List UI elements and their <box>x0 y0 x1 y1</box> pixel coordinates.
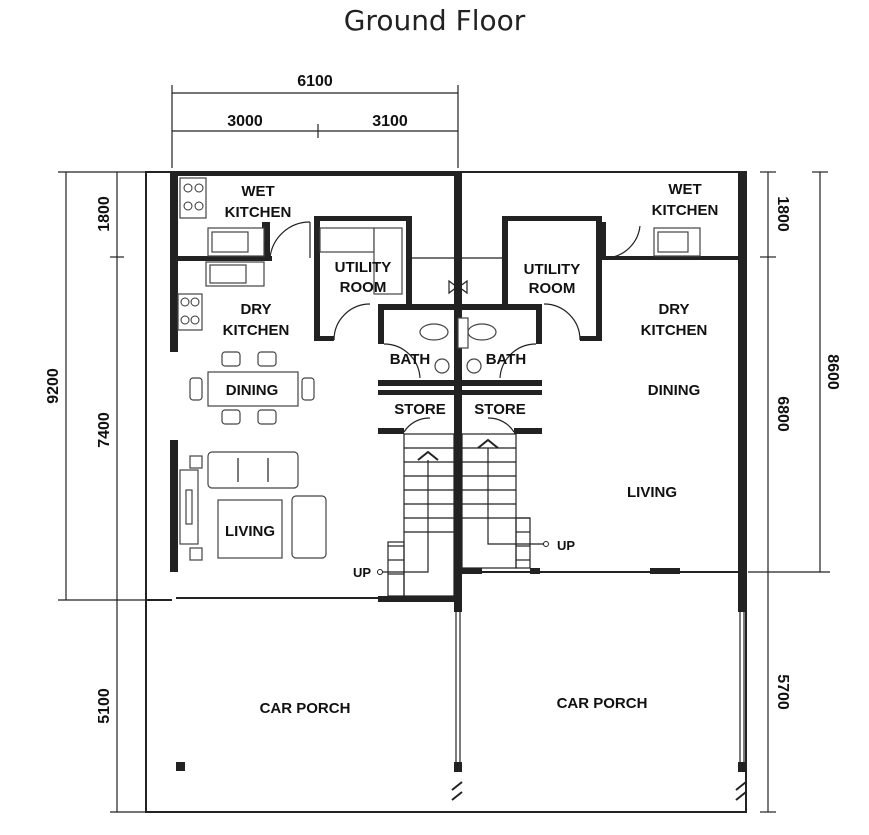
right-dry-kitchen-line1: DRY <box>658 301 689 318</box>
left-store-label: STORE <box>394 401 445 418</box>
dim-right-outer: 8600 <box>824 354 841 390</box>
dimension-lines <box>58 85 830 813</box>
right-dining-label: DINING <box>648 382 701 399</box>
right-utility-line1: UTILITY <box>524 261 581 278</box>
right-living-label: LIVING <box>627 484 677 501</box>
dim-right-bottom: 5700 <box>774 674 791 710</box>
right-stairs-up-label: UP <box>557 538 575 553</box>
dim-top-left: 3000 <box>227 113 263 130</box>
left-living-label: LIVING <box>225 523 275 540</box>
right-store-label: STORE <box>474 401 525 418</box>
page-title: Ground Floor <box>343 4 526 37</box>
dim-top-right: 3100 <box>372 113 408 130</box>
dim-top-total: 6100 <box>297 73 333 90</box>
dim-left-inner-mid: 7400 <box>96 412 113 448</box>
stairs-left <box>377 433 455 597</box>
dim-right-mid: 6800 <box>774 396 791 432</box>
right-wet-kitchen-line1: WET <box>668 181 701 198</box>
left-bath-label: BATH <box>390 351 431 368</box>
walls <box>170 172 747 801</box>
left-wet-kitchen-line1: WET <box>241 183 274 200</box>
dim-left-outer: 9200 <box>45 368 62 404</box>
right-dry-kitchen-line2: KITCHEN <box>641 322 708 339</box>
left-car-porch-label: CAR PORCH <box>260 700 351 717</box>
dim-left-bottom: 5100 <box>96 688 113 724</box>
left-fixtures <box>177 177 450 561</box>
right-utility-line2: ROOM <box>529 280 576 297</box>
left-wet-kitchen-line2: KITCHEN <box>225 204 292 221</box>
right-wet-kitchen-line2: KITCHEN <box>652 202 719 219</box>
left-utility-line2: ROOM <box>340 279 387 296</box>
right-bath-label: BATH <box>486 351 527 368</box>
right-car-porch-label: CAR PORCH <box>557 695 648 712</box>
stairs-right <box>461 433 549 569</box>
right-fixtures <box>457 227 701 374</box>
dim-left-inner-top: 1800 <box>96 196 113 232</box>
left-dry-kitchen-line1: DRY <box>240 301 271 318</box>
left-dining-label: DINING <box>226 382 279 399</box>
left-stairs-up-label: UP <box>353 565 371 580</box>
left-utility-line1: UTILITY <box>335 259 392 276</box>
doors <box>269 221 641 433</box>
left-dry-kitchen-line2: KITCHEN <box>223 322 290 339</box>
dim-right-top: 1800 <box>774 196 791 232</box>
